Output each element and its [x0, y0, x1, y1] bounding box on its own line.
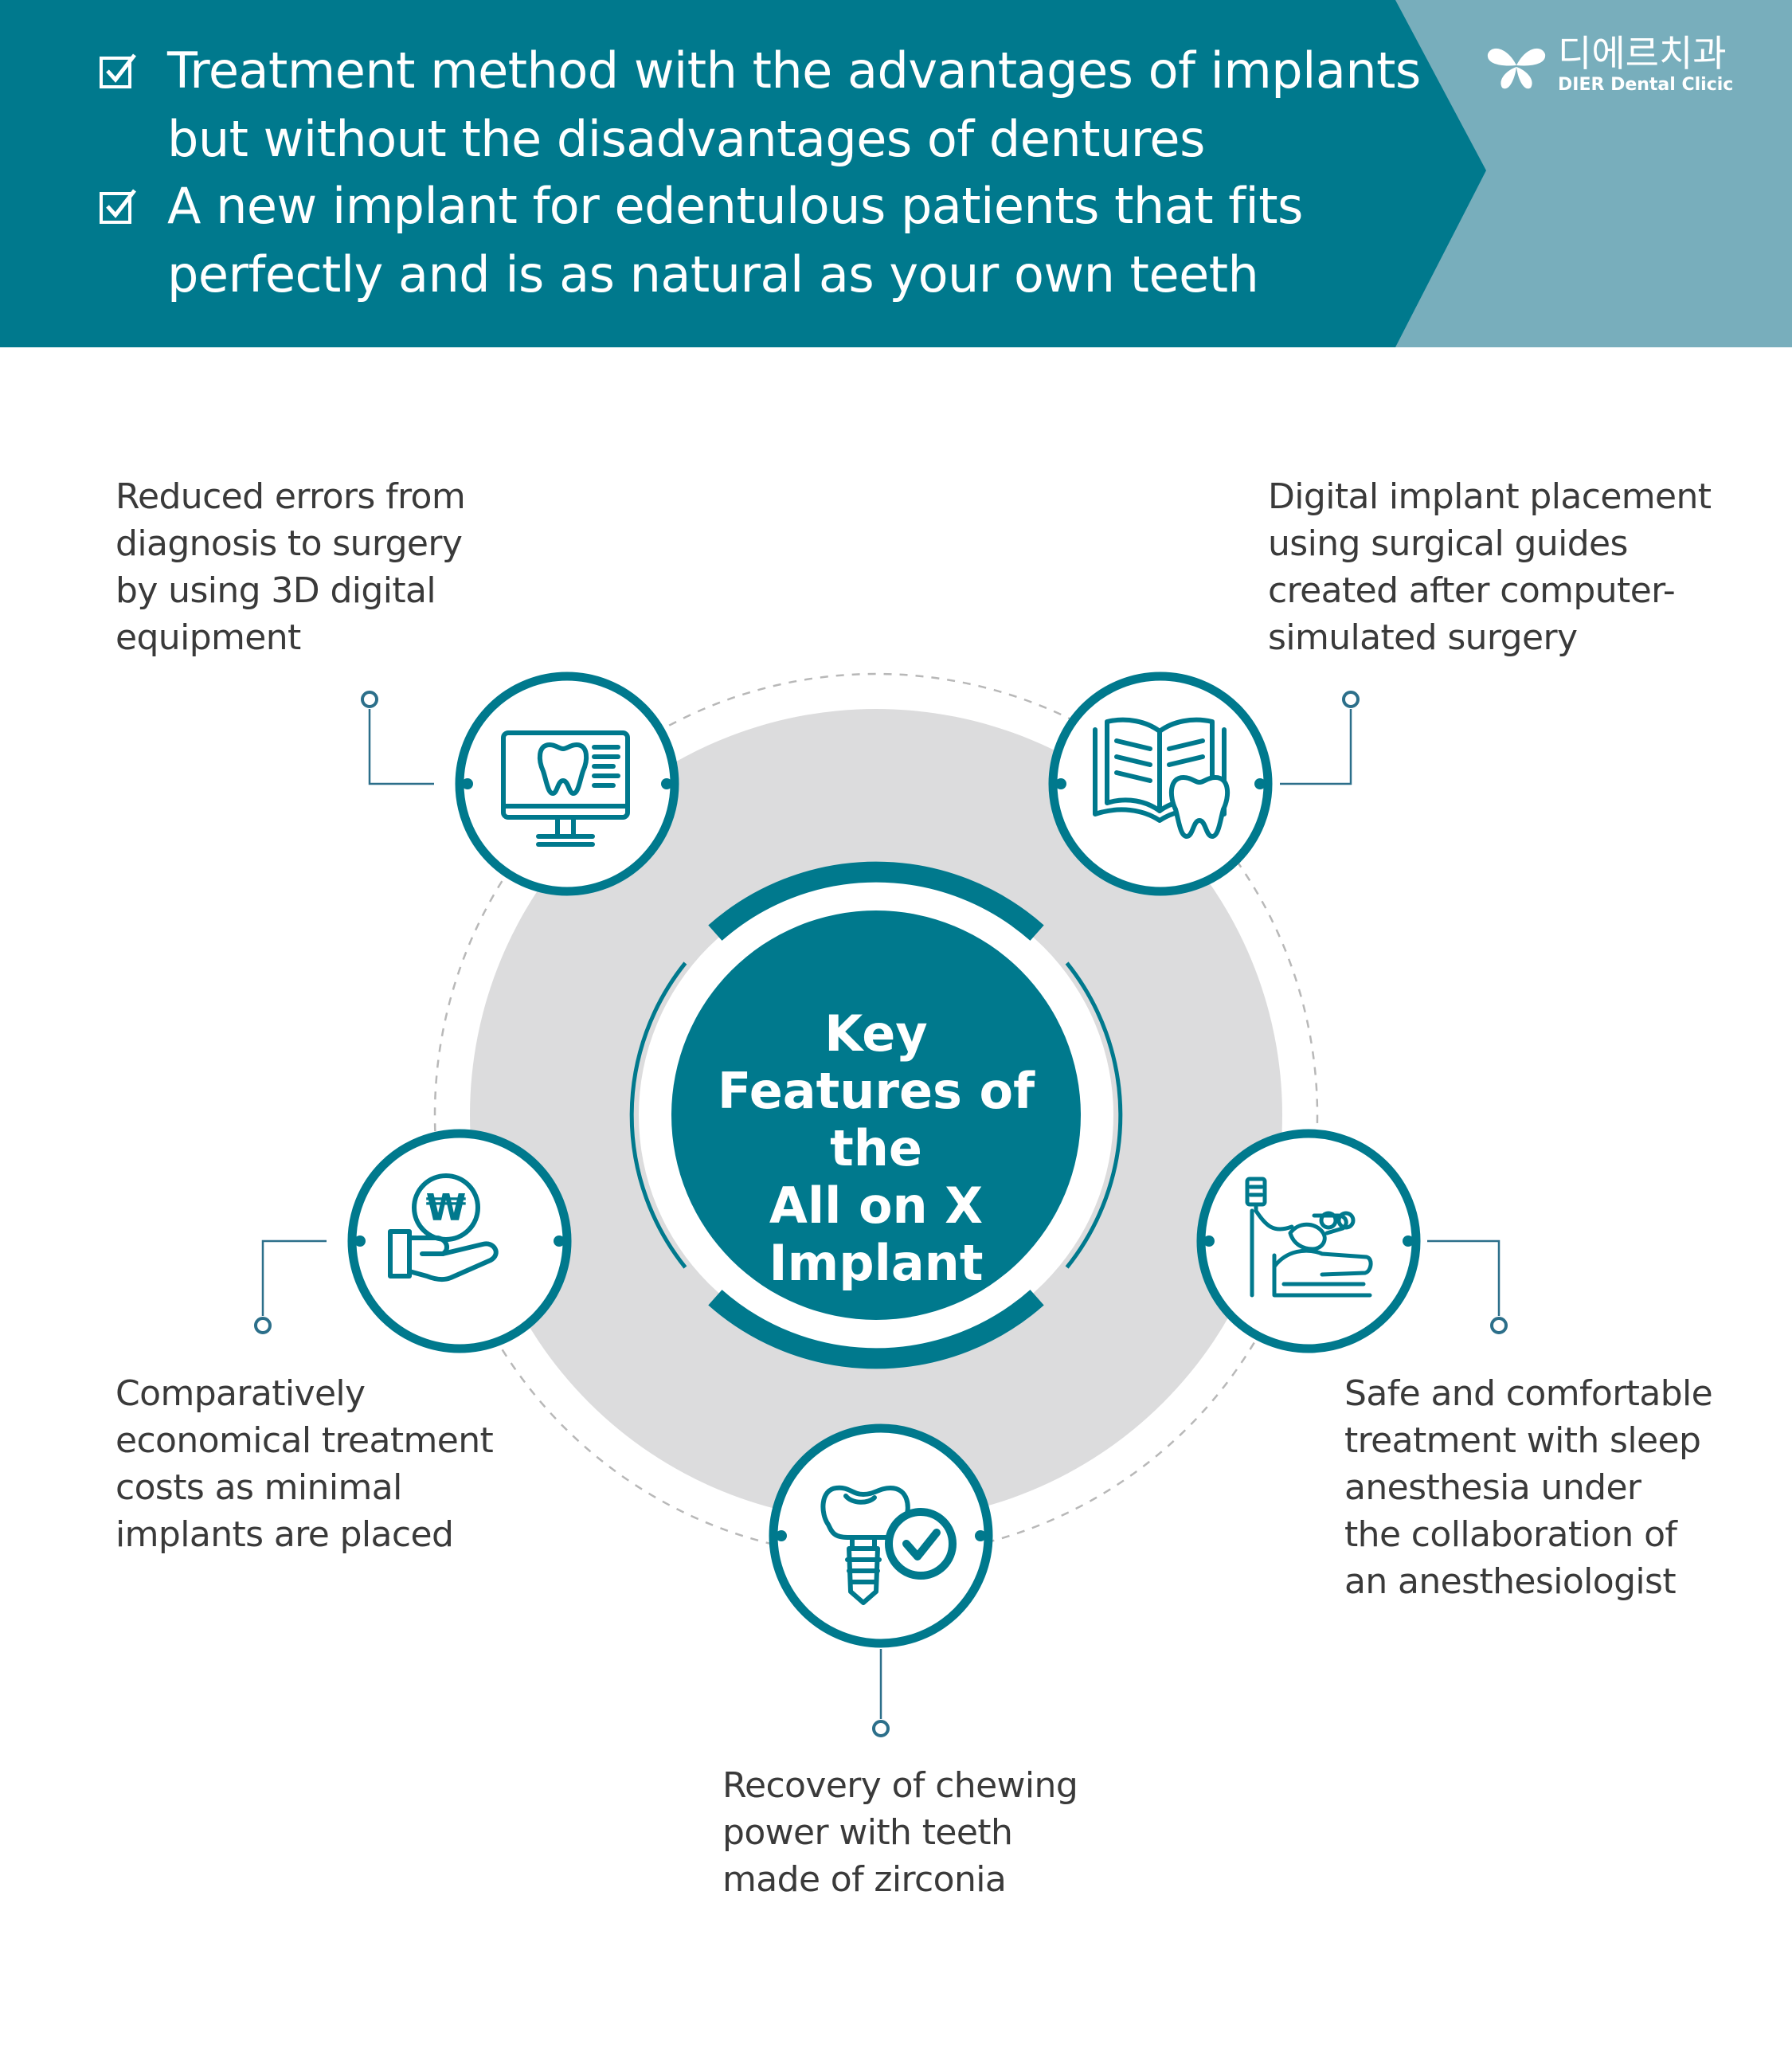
feature-line: anesthesia under [1344, 1467, 1641, 1508]
feature-line: an anesthesiologist [1344, 1561, 1677, 1602]
feature-line: created after computer- [1268, 570, 1676, 611]
feature-line: Digital implant placement [1268, 476, 1712, 517]
feature-line: economical treatment [115, 1420, 494, 1461]
connector-lines [261, 709, 1501, 1719]
feature-text-3d-digital: Reduced errors from diagnosis to surgery… [115, 473, 466, 661]
feature-line: made of zirconia [722, 1859, 1007, 1900]
header-bullet-2: A new implant for edentulous patients th… [99, 172, 1442, 309]
bullet-1-line-1: Treatment method with the advantages of … [167, 41, 1421, 100]
feature-line: Comparatively [115, 1373, 366, 1414]
icon-circle-money [347, 1129, 572, 1353]
icon-circle-anesthesia [1196, 1129, 1421, 1353]
hand-won-coin-icon: ₩ [388, 1173, 499, 1282]
feature-text-surgical-guides: Digital implant placement using surgical… [1268, 473, 1712, 661]
brand-logo: 디에르치과 DIER Dental Clicic [1483, 30, 1733, 97]
connector-end-dots [254, 691, 1508, 1737]
feature-line: simulated surgery [1268, 617, 1578, 658]
feature-text-zirconia: Recovery of chewing power with teeth mad… [722, 1762, 1078, 1903]
anesthesia-iv-icon [1245, 1177, 1373, 1298]
feature-line: using surgical guides [1268, 523, 1628, 564]
feature-line: implants are placed [115, 1514, 454, 1555]
brand-english-name: DIER Dental Clicic [1558, 75, 1734, 95]
feature-line: equipment [115, 617, 301, 658]
feature-line: costs as minimal [115, 1467, 402, 1508]
feature-line: Safe and comfortable [1344, 1373, 1713, 1414]
feature-line: diagnosis to surgery [115, 523, 463, 564]
bullet-1-line-2: but without the disadvantages of denture… [167, 110, 1205, 168]
feature-line: the collaboration of [1344, 1514, 1677, 1555]
center-title-line-3: All on X [769, 1177, 984, 1235]
feature-text-sleep-anesthesia: Safe and comfortable treatment with slee… [1344, 1370, 1713, 1605]
feature-text-economical: Comparatively economical treatment costs… [115, 1370, 494, 1558]
feature-line: Reduced errors from [115, 476, 466, 517]
center-emblem [629, 861, 1123, 1369]
checkbox-check-icon [100, 53, 136, 88]
computer-monitor-tooth-icon [501, 730, 630, 847]
center-title: Key Features of the All on X Implant [685, 1005, 1067, 1292]
center-title-line-2: Features of the [717, 1062, 1035, 1177]
svg-text:₩: ₩ [426, 1186, 467, 1229]
butterfly-logo-icon [1487, 48, 1546, 89]
bullet-2-line-2: perfectly and is as natural as your own … [167, 245, 1259, 303]
feature-line: treatment with sleep [1344, 1420, 1701, 1461]
dashed-orbit [433, 672, 1319, 1558]
book-tooth-icon [1093, 717, 1231, 839]
bullet-2-line-1: A new implant for edentulous patients th… [167, 177, 1303, 235]
implant-checkmark-icon [820, 1485, 957, 1605]
center-title-line-1: Key [824, 1004, 928, 1063]
brand-korean-name: 디에르치과 [1558, 32, 1727, 75]
feature-line: Recovery of chewing [722, 1765, 1078, 1806]
feature-line: by using 3D digital [115, 570, 436, 611]
header-bullet-1: Treatment method with the advantages of … [99, 37, 1442, 174]
feature-line: power with teeth [722, 1812, 1013, 1853]
center-title-line-4: Implant [769, 1234, 984, 1292]
checkbox-check-icon [100, 189, 136, 224]
